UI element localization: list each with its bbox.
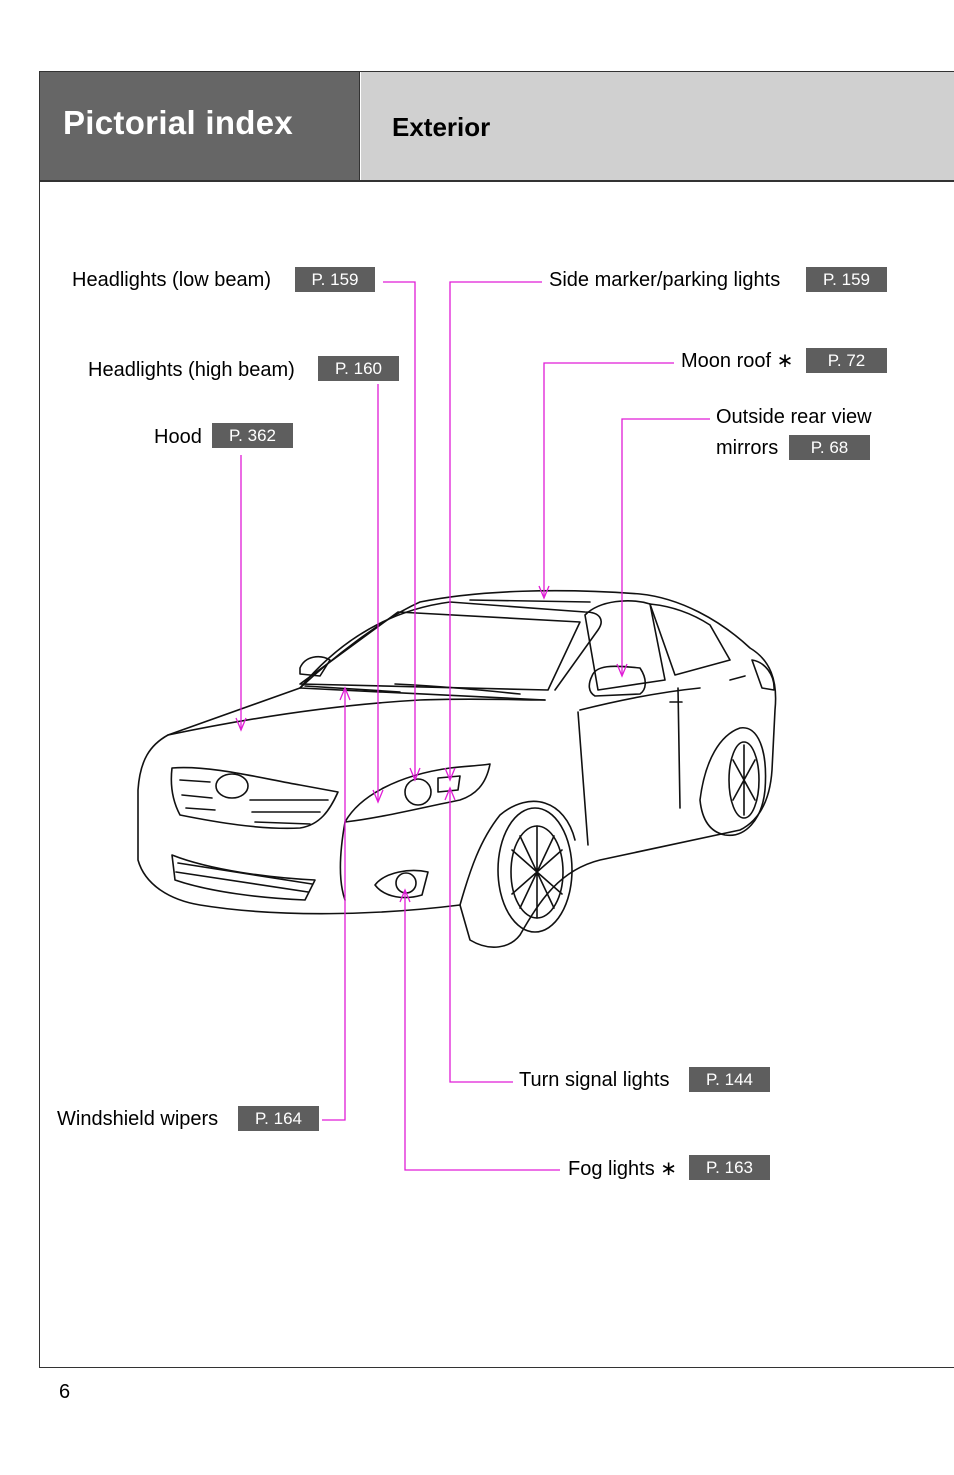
moon-roof-label: Moon roof ∗ bbox=[681, 349, 793, 373]
headlights-high-label: Headlights (high beam) bbox=[88, 359, 295, 381]
hood-page-ref[interactable]: P. 362 bbox=[212, 423, 293, 448]
leader-lines bbox=[235, 281, 710, 1171]
mirrors-label-line1: Outside rear view bbox=[716, 406, 872, 428]
moon-roof-text: Moon roof bbox=[681, 350, 772, 372]
mirrors-page-ref[interactable]: P. 68 bbox=[789, 435, 870, 460]
moon-roof-page-ref[interactable]: P. 72 bbox=[806, 348, 887, 373]
fog-lights-page-ref[interactable]: P. 163 bbox=[689, 1155, 770, 1180]
header-divider bbox=[40, 180, 954, 182]
headlights-high-page-ref[interactable]: P. 160 bbox=[318, 356, 399, 381]
hood-label: Hood bbox=[154, 426, 202, 448]
fog-lights-text: Fog lights bbox=[568, 1158, 655, 1180]
headlights-low-page-ref[interactable]: P. 159 bbox=[295, 267, 375, 292]
headlights-low-label: Headlights (low beam) bbox=[72, 269, 271, 291]
sedan-car-illustration bbox=[137, 589, 777, 948]
mirrors-label-line2: mirrors bbox=[716, 437, 779, 459]
section-header: Pictorial index bbox=[40, 72, 360, 180]
subsection-title: Exterior bbox=[392, 112, 491, 142]
wipers-label: Windshield wipers bbox=[57, 1108, 219, 1130]
page-number: 6 bbox=[59, 1381, 71, 1403]
turn-signal-page-ref[interactable]: P. 144 bbox=[689, 1067, 770, 1092]
page-frame bbox=[39, 71, 954, 1368]
fog-lights-label: Fog lights ∗ bbox=[568, 1157, 677, 1181]
section-title: Pictorial index bbox=[63, 104, 294, 141]
option-asterisk: ∗ bbox=[776, 350, 794, 372]
subsection-header: Exterior bbox=[361, 72, 954, 180]
side-marker-label: Side marker/parking lights bbox=[549, 269, 781, 291]
wipers-page-ref[interactable]: P. 164 bbox=[238, 1106, 319, 1131]
turn-signal-label: Turn signal lights bbox=[519, 1069, 670, 1091]
side-marker-page-ref[interactable]: P. 159 bbox=[806, 267, 887, 292]
option-asterisk: ∗ bbox=[660, 1158, 678, 1180]
